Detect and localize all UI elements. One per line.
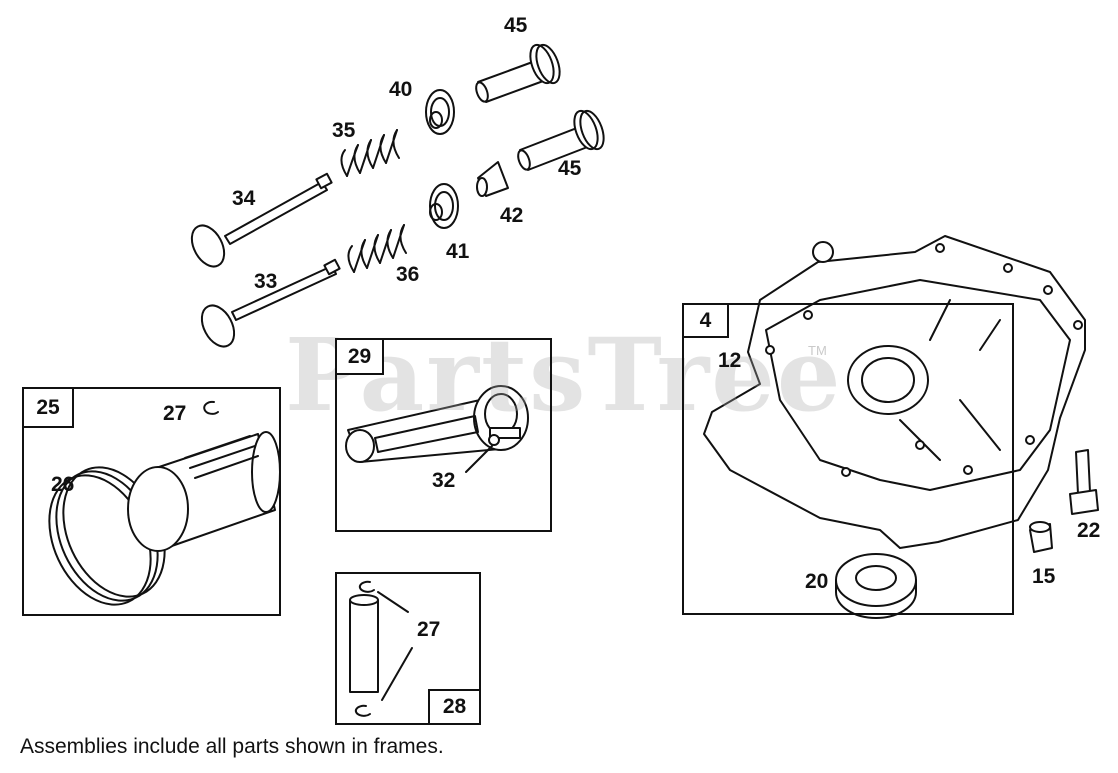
callout-45-upper: 45 bbox=[504, 14, 528, 37]
callout-36: 36 bbox=[396, 263, 420, 286]
oil-drain-plug bbox=[1029, 521, 1053, 553]
callout-15: 15 bbox=[1032, 565, 1056, 588]
crankcase-sump bbox=[703, 235, 1086, 549]
leader-lines-27 bbox=[377, 591, 413, 701]
callout-34: 34 bbox=[232, 187, 256, 210]
frame-tag-29: 29 bbox=[335, 338, 384, 375]
valve-guide-upper bbox=[475, 43, 561, 103]
piston-pin-frame bbox=[335, 572, 481, 725]
callout-33: 33 bbox=[254, 270, 278, 293]
valve-spring-upper bbox=[340, 129, 400, 177]
callout-35: 35 bbox=[332, 119, 356, 142]
callout-12: 12 bbox=[718, 349, 742, 372]
callout-42: 42 bbox=[500, 204, 524, 227]
callout-32: 32 bbox=[432, 469, 456, 492]
valve-retainer-lower bbox=[429, 183, 459, 229]
callout-27-piston: 27 bbox=[163, 402, 187, 425]
retaining-clip-lower bbox=[354, 704, 371, 717]
piston-pin bbox=[349, 594, 379, 693]
oil-seal bbox=[835, 553, 917, 619]
valve-keeper bbox=[476, 161, 509, 197]
callout-22: 22 bbox=[1077, 519, 1101, 542]
retaining-clip-piston bbox=[203, 400, 219, 415]
callout-41: 41 bbox=[446, 240, 470, 263]
frame-tag-28: 28 bbox=[428, 689, 481, 725]
piston-frame bbox=[22, 387, 281, 616]
callout-20: 20 bbox=[805, 570, 829, 593]
valve-spring-lower bbox=[347, 224, 407, 273]
connecting-rod-frame bbox=[335, 338, 552, 532]
callout-40: 40 bbox=[389, 78, 413, 101]
crankcase-frame bbox=[682, 303, 1014, 615]
callout-26: 26 bbox=[51, 473, 75, 496]
callout-27-pin: 27 bbox=[417, 618, 441, 641]
piston bbox=[127, 431, 281, 552]
intake-valve bbox=[200, 258, 341, 348]
bolt bbox=[1069, 449, 1099, 515]
callout-45-lower: 45 bbox=[558, 157, 582, 180]
exhaust-valve bbox=[190, 172, 333, 268]
frame-tag-25: 25 bbox=[22, 387, 74, 428]
assemblies-footnote: Assemblies include all parts shown in fr… bbox=[20, 735, 444, 758]
valve-guide-lower bbox=[517, 109, 605, 171]
retaining-clip-upper bbox=[358, 580, 375, 593]
leader-line-32 bbox=[465, 445, 493, 473]
valve-retainer-upper bbox=[425, 89, 455, 135]
watermark-trademark: TM bbox=[808, 343, 827, 358]
connecting-rod bbox=[345, 385, 529, 463]
frame-tag-4: 4 bbox=[682, 303, 729, 338]
